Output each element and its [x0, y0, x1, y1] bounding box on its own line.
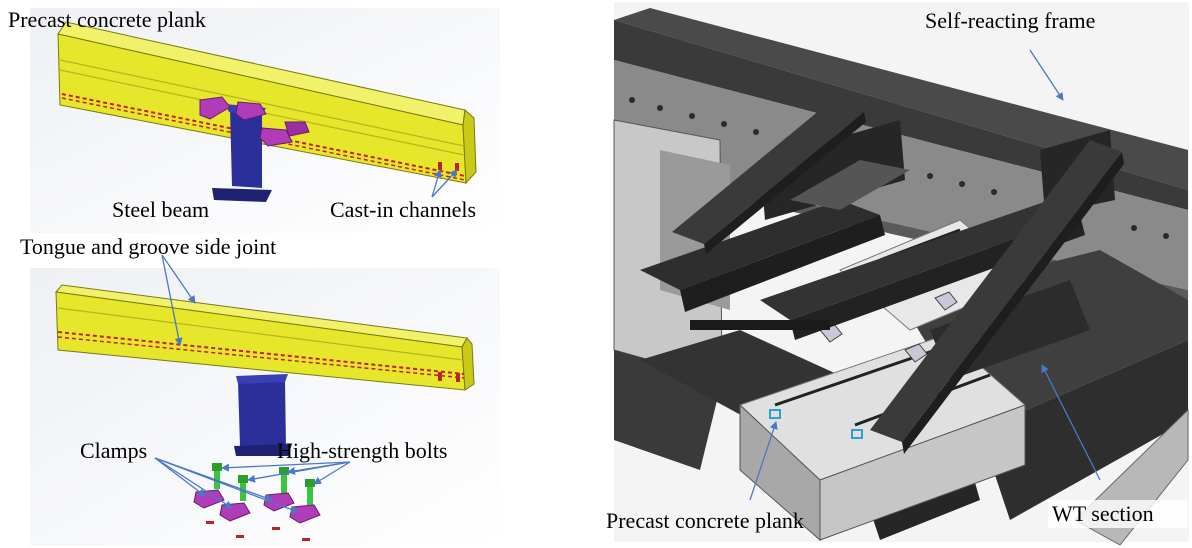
label-high-strength-bolts: High-strength bolts: [277, 438, 448, 463]
leader-clamp-4: [154, 457, 299, 514]
steel-beam-exploded: [234, 374, 292, 456]
top-left-title: Precast concrete plank: [8, 7, 206, 32]
precast-plank-exploded: [55, 284, 475, 391]
leader-clamp-1: [154, 457, 206, 497]
label-backdrop: [1048, 500, 1188, 528]
panel-bottom-left: Tongue and groove side joint Clamps High…: [20, 234, 500, 546]
label-precast-plank-right: Precast concrete plank: [606, 508, 804, 533]
leader-channel-1: [431, 169, 442, 198]
label-cast-in-channels: Cast-in channels: [330, 197, 476, 222]
panel-right: Self-reacting frame Precast concrete pla…: [606, 2, 1189, 546]
leader-clamp-2: [154, 457, 233, 509]
label-clamps: Clamps: [80, 438, 147, 463]
clamps-top: [199, 96, 310, 147]
label-self-reacting-frame: Self-reacting frame: [925, 8, 1095, 33]
leader-joint-1: [161, 254, 196, 304]
leader-channel-2: [431, 169, 458, 198]
leader-plank: [749, 421, 778, 501]
leader-joint-2: [161, 254, 183, 346]
leader-bolt-4: [313, 461, 351, 485]
leader-bolt-1: [221, 461, 351, 472]
channel-end: [438, 162, 442, 170]
leader-frame: [1029, 49, 1064, 101]
label-steel-beam: Steel beam: [112, 197, 209, 222]
leader-wt: [1041, 364, 1101, 481]
label-backdrop: [920, 6, 1110, 34]
leader-bolt-3: [287, 461, 351, 475]
bottom-left-title: Tongue and groove side joint: [20, 234, 276, 259]
cross-beams: [672, 100, 1124, 454]
channel-marker: [769, 409, 781, 419]
label-wt-section: WT section: [1052, 501, 1154, 526]
panel-top-left: Precast concrete plank Steel beam Cast-i…: [8, 7, 500, 233]
